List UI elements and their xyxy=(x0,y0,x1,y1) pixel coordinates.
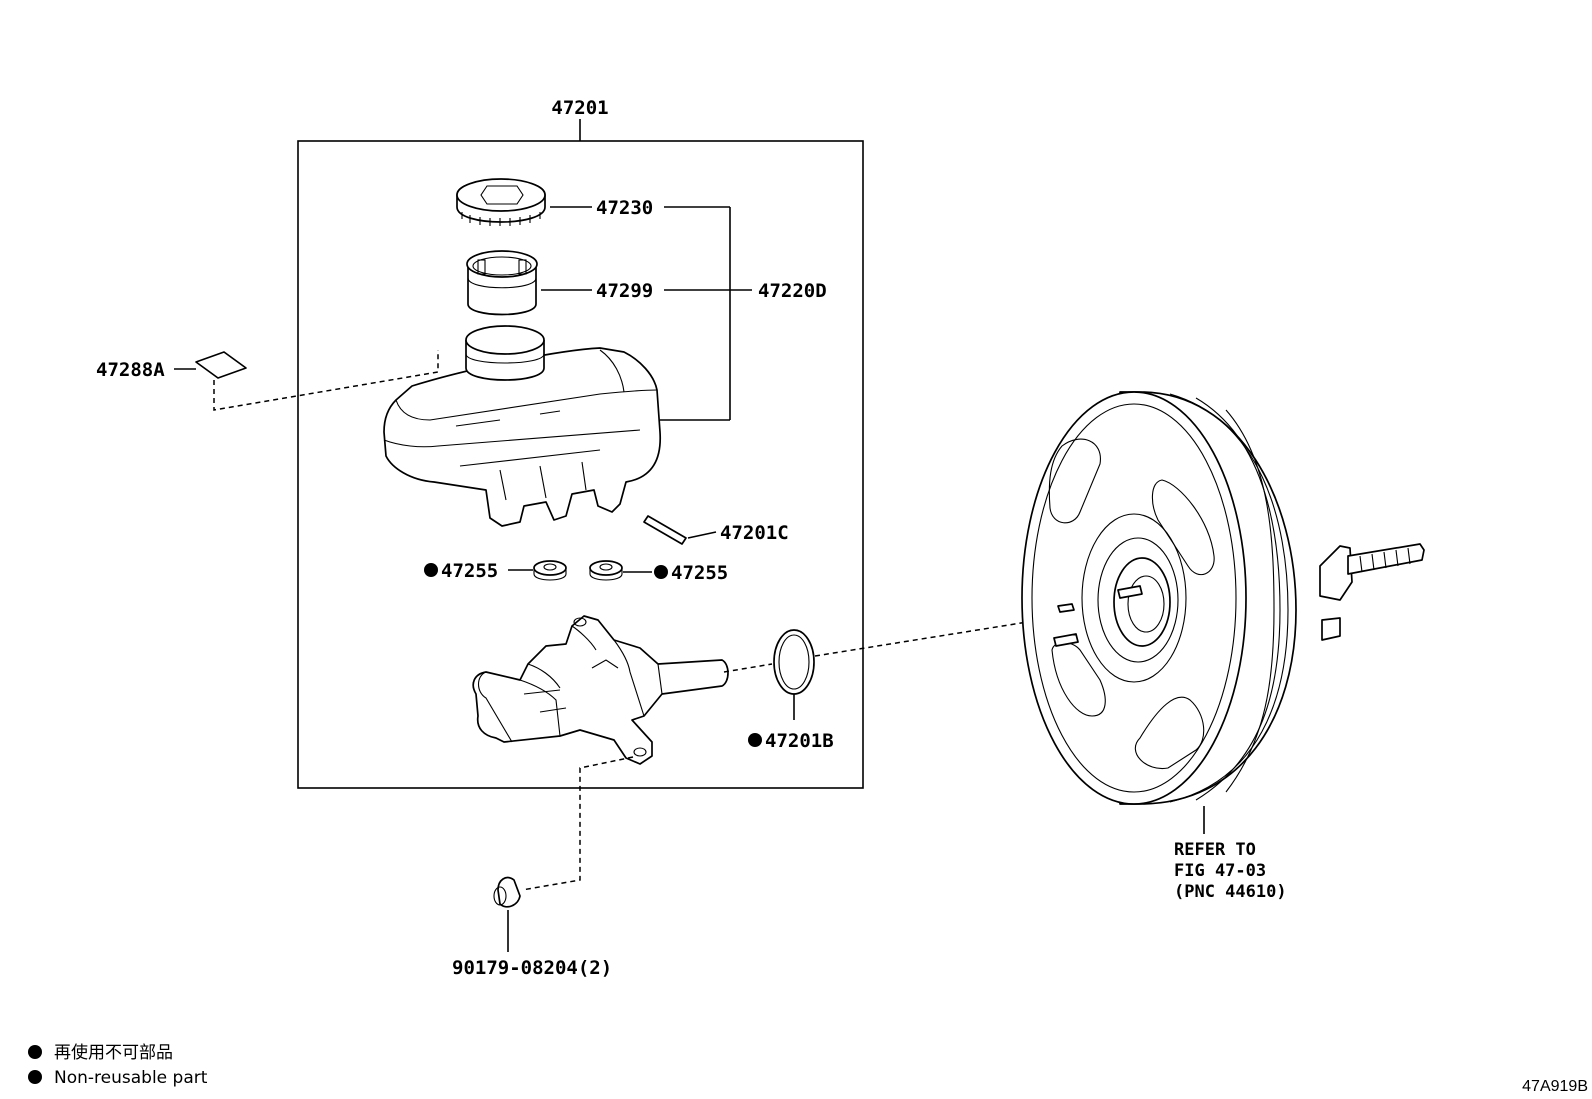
label-47230[interactable]: 47230 xyxy=(596,197,653,219)
label-90179-08204[interactable]: 90179-08204(2) xyxy=(452,957,612,979)
label-47255-right[interactable]: 47255 xyxy=(671,562,728,584)
non-reusable-marker-oring xyxy=(748,733,762,747)
reservoir-cap[interactable] xyxy=(456,178,546,226)
legend-bullet-2 xyxy=(28,1070,42,1084)
label-47288A[interactable]: 47288A xyxy=(96,359,165,381)
label-plate[interactable] xyxy=(195,351,247,379)
brake-booster[interactable] xyxy=(1021,391,1425,805)
label-47220D[interactable]: 47220D xyxy=(758,280,827,302)
legend-english: Non-reusable part xyxy=(54,1068,208,1088)
legend-japanese: 再使用不可部品 xyxy=(54,1042,173,1063)
pin[interactable] xyxy=(643,515,687,545)
label-47201[interactable]: 47201 xyxy=(551,97,608,119)
non-reusable-marker-left xyxy=(424,563,438,577)
reservoir-tank[interactable] xyxy=(383,325,662,527)
bracket-47220D xyxy=(660,206,752,421)
booster-note-line2: FIG 47-03 xyxy=(1174,861,1266,881)
o-ring[interactable] xyxy=(773,629,815,695)
non-reusable-marker-right xyxy=(654,565,668,579)
master-cylinder-body[interactable] xyxy=(472,615,729,765)
booster-note-line3: (PNC 44610) xyxy=(1174,882,1287,902)
legend-bullet-1 xyxy=(28,1045,42,1059)
label-47201C[interactable]: 47201C xyxy=(720,522,789,544)
grommet-right[interactable] xyxy=(589,560,623,581)
booster-note-line1: REFER TO xyxy=(1174,840,1256,860)
label-47255-left[interactable]: 47255 xyxy=(441,560,498,582)
legend: 再使用不可部品 Non-reusable part xyxy=(28,1042,208,1088)
figure-code: 47A919B xyxy=(1522,1078,1588,1095)
reservoir-strainer[interactable] xyxy=(466,250,538,316)
plug[interactable] xyxy=(493,876,521,908)
grommet-left[interactable] xyxy=(533,560,567,581)
label-47201B[interactable]: 47201B xyxy=(765,730,834,752)
label-47299[interactable]: 47299 xyxy=(596,280,653,302)
